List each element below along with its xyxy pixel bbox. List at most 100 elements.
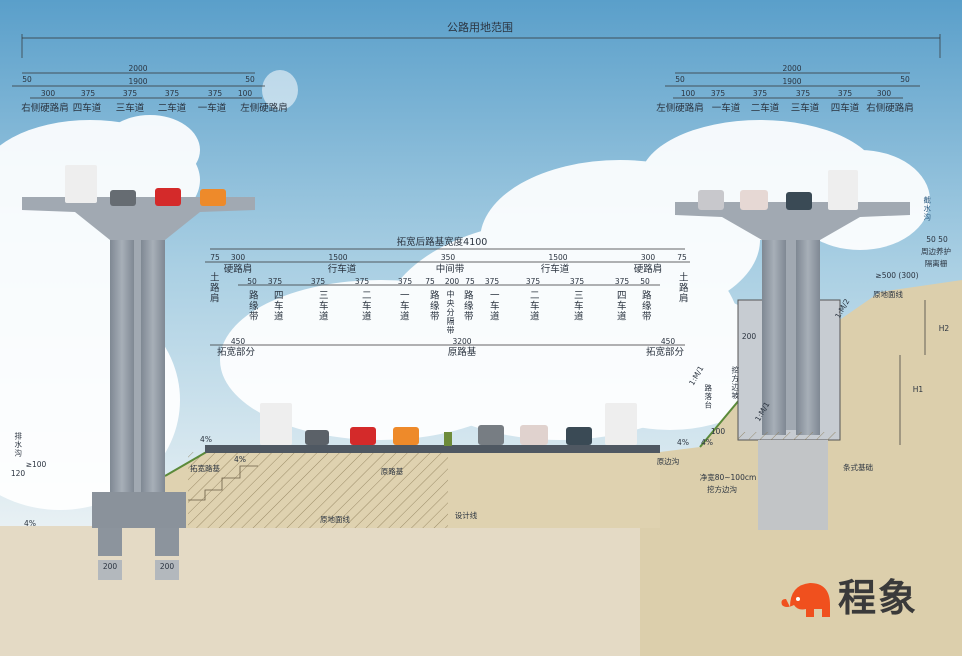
section-label: 硬路肩 xyxy=(633,264,663,275)
ground-line-label: 原地面线 xyxy=(873,290,903,299)
vertical-label: 土路肩 xyxy=(207,272,219,304)
lane-label: 一车道 xyxy=(197,103,227,114)
dim: 375 xyxy=(354,277,370,286)
dim: 375 xyxy=(614,277,630,286)
vertical-label: 三车道 xyxy=(571,290,583,322)
elephant-icon xyxy=(781,583,830,617)
dim: 375 xyxy=(525,277,541,286)
section-label: 行车道 xyxy=(327,264,357,275)
design-line-label: 设计线 xyxy=(454,511,478,520)
dim: 375 xyxy=(397,277,413,286)
lane-width: 375 xyxy=(122,89,138,98)
fence-label: 隔离栅 xyxy=(924,259,948,268)
original-subgrade-hatch xyxy=(188,452,448,528)
dim: 1500 xyxy=(548,253,568,262)
dim-edge: 50 xyxy=(22,75,32,84)
maintenance-label: 周边养护 xyxy=(921,247,951,256)
vertical-label: 土路肩 xyxy=(676,272,688,304)
dim-50-50: 50 50 xyxy=(926,235,948,244)
lane-width: 100 xyxy=(237,89,253,98)
dim-edge: 50 xyxy=(900,75,910,84)
section-label: 行车道 xyxy=(540,264,570,275)
dim-total: 2000 xyxy=(782,64,802,73)
lane-width: 375 xyxy=(795,89,811,98)
lane-label: 三车道 xyxy=(790,103,820,114)
dim: 75 xyxy=(677,253,687,262)
left-pier xyxy=(22,197,255,580)
vertical-label: 四车道 xyxy=(271,290,283,322)
section-label: 原路基 xyxy=(447,347,477,358)
dim: 1500 xyxy=(328,253,348,262)
dim: 75 xyxy=(210,253,220,262)
h1-label: H1 xyxy=(912,385,924,394)
dim: 350 xyxy=(440,253,456,262)
lane-label: 右侧硬路肩 xyxy=(21,103,69,114)
lane-label: 二车道 xyxy=(750,103,780,114)
lane-width: 375 xyxy=(752,89,768,98)
dim: 300 xyxy=(640,253,656,262)
vertical-label: 四车道 xyxy=(614,290,626,322)
vertical-label: 二车道 xyxy=(527,290,539,322)
drain-min: ≥100 xyxy=(25,460,47,469)
lane-label: 三车道 xyxy=(115,103,145,114)
lane-width: 300 xyxy=(876,89,892,98)
dimension-lines xyxy=(12,34,941,445)
lane-width: 300 xyxy=(40,89,56,98)
dim: 3200 xyxy=(452,337,472,346)
dim: 375 xyxy=(484,277,500,286)
vertical-label: 路缘带 xyxy=(246,290,258,322)
pile-dim: 200 xyxy=(159,562,175,571)
vertical-label: 一车道 xyxy=(397,290,409,322)
intercept-ditch-label: 截水沟 xyxy=(922,196,932,222)
berm-label: 路落台 xyxy=(703,384,713,410)
original-ditch-label: 原边沟 xyxy=(656,457,680,466)
right-pier xyxy=(675,202,910,530)
lane-width: 375 xyxy=(164,89,180,98)
section-label: 硬路肩 xyxy=(223,264,253,275)
widened-total-label: 拓宽后路基宽度4100 xyxy=(396,237,488,248)
lane-label: 左侧硬路肩 xyxy=(656,103,704,114)
cut-ditch-label: 挖方边沟 xyxy=(707,485,737,494)
vertical-label: 一车道 xyxy=(487,290,499,322)
dim-total: 2000 xyxy=(128,64,148,73)
lane-label: 四车道 xyxy=(72,103,102,114)
lane-label: 四车道 xyxy=(830,103,860,114)
dim: 200 xyxy=(444,277,460,286)
strip-foundation-label: 条式基础 xyxy=(843,463,873,472)
widened-subgrade-label: 拓宽路基 xyxy=(190,464,220,473)
dim: 450 xyxy=(230,337,246,346)
original-subgrade-label: 原路基 xyxy=(380,467,404,476)
lane-width: 375 xyxy=(837,89,853,98)
slope-label: 4% xyxy=(200,435,212,444)
berm-width: 100 xyxy=(710,427,726,436)
section-label: 中间带 xyxy=(435,264,465,275)
clear-width-label: 净宽80~100cm xyxy=(699,473,757,482)
h2-label: H2 xyxy=(938,324,950,333)
drain-width: 120 xyxy=(10,469,26,478)
steps xyxy=(188,465,258,501)
section-label: 拓宽部分 xyxy=(216,347,256,358)
dim: 375 xyxy=(267,277,283,286)
dim-edge: 50 xyxy=(245,75,255,84)
dim: 50 xyxy=(640,277,650,286)
road-surface xyxy=(205,445,660,453)
lane-label: 右侧硬路肩 xyxy=(866,103,914,114)
dim-edge: 50 xyxy=(675,75,685,84)
lane-width: 100 xyxy=(680,89,696,98)
section-label: 拓宽部分 xyxy=(645,347,685,358)
lane-width: 375 xyxy=(710,89,726,98)
slope-label: 4% xyxy=(234,455,246,464)
setback-label: ≥500 (300) xyxy=(875,271,919,280)
original-ground-label: 原地面线 xyxy=(320,515,350,524)
vertical-label: 路缘带 xyxy=(639,290,651,322)
slope-label: 4% xyxy=(677,438,689,447)
logo: 程象 xyxy=(776,577,918,619)
vertical-label: 路缘带 xyxy=(427,290,439,322)
dim: 450 xyxy=(660,337,676,346)
dim: 375 xyxy=(569,277,585,286)
lane-label: 一车道 xyxy=(711,103,741,114)
logo-text: 程象 xyxy=(838,576,919,620)
vertical-label: 三车道 xyxy=(316,290,328,322)
cut-slope-label: 挖方边坡 xyxy=(730,366,740,400)
